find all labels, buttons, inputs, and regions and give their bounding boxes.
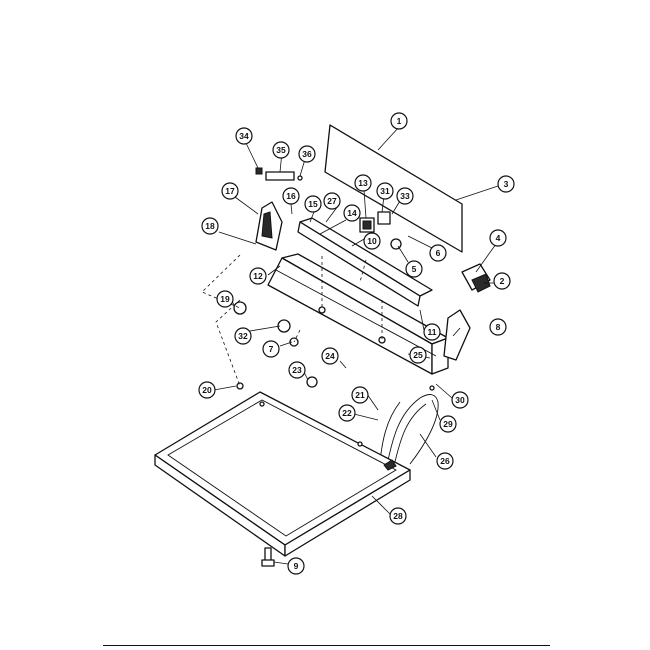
callout-23: 23 xyxy=(288,361,306,379)
callout-29: 29 xyxy=(439,415,457,433)
svg-text:8: 8 xyxy=(496,322,501,332)
callout-15: 15 xyxy=(304,195,322,213)
knobs xyxy=(233,301,386,390)
callout-11: 11 xyxy=(423,323,441,341)
screw-bottom xyxy=(261,547,275,567)
svg-text:5: 5 xyxy=(412,264,417,274)
timer-assembly xyxy=(359,211,402,250)
dryer-top xyxy=(154,391,411,557)
callout-25: 25 xyxy=(409,346,427,364)
callout-1: 1 xyxy=(390,112,408,130)
svg-text:26: 26 xyxy=(440,456,450,466)
callout-26: 26 xyxy=(436,452,454,470)
svg-text:16: 16 xyxy=(286,191,296,201)
callout-10: 10 xyxy=(363,232,381,250)
callout-24: 24 xyxy=(321,347,339,365)
svg-text:10: 10 xyxy=(367,236,377,246)
callout-6: 6 xyxy=(429,244,447,262)
svg-text:36: 36 xyxy=(302,149,312,159)
callout-5: 5 xyxy=(405,260,423,278)
svg-text:23: 23 xyxy=(292,365,302,375)
svg-text:25: 25 xyxy=(413,350,423,360)
callout-21: 21 xyxy=(351,386,369,404)
svg-text:4: 4 xyxy=(496,233,501,243)
svg-text:3: 3 xyxy=(504,179,509,189)
callout-27: 27 xyxy=(323,192,341,210)
svg-text:9: 9 xyxy=(294,561,299,571)
svg-text:7: 7 xyxy=(269,344,274,354)
svg-text:30: 30 xyxy=(455,395,465,405)
callout-18: 18 xyxy=(201,217,219,235)
callout-8: 8 xyxy=(489,318,507,336)
svg-text:22: 22 xyxy=(342,408,352,418)
svg-text:13: 13 xyxy=(358,178,368,188)
svg-text:33: 33 xyxy=(400,191,410,201)
svg-text:2: 2 xyxy=(500,276,505,286)
svg-text:1: 1 xyxy=(397,116,402,126)
svg-text:6: 6 xyxy=(436,248,441,258)
svg-text:28: 28 xyxy=(393,511,403,521)
callout-2: 2 xyxy=(493,272,511,290)
svg-text:27: 27 xyxy=(327,196,337,206)
callout-20: 20 xyxy=(198,381,216,399)
bottom-rule xyxy=(103,645,550,646)
callout-7: 7 xyxy=(262,340,280,358)
control-panel-top xyxy=(297,217,433,307)
callout-16: 16 xyxy=(282,187,300,205)
callout-31: 31 xyxy=(376,182,394,200)
end-cap-left xyxy=(255,201,283,251)
callout-17: 17 xyxy=(221,182,239,200)
callout-4: 4 xyxy=(489,229,507,247)
leader-lines xyxy=(213,126,499,565)
svg-text:12: 12 xyxy=(253,271,263,281)
callout-33: 33 xyxy=(396,187,414,205)
wire-harness xyxy=(379,385,439,471)
svg-text:24: 24 xyxy=(325,351,335,361)
svg-text:29: 29 xyxy=(443,419,453,429)
svg-text:11: 11 xyxy=(428,327,437,337)
svg-text:17: 17 xyxy=(225,186,235,196)
callout-19: 19 xyxy=(216,290,234,308)
screws-top-left xyxy=(255,167,303,181)
callout-12: 12 xyxy=(249,267,267,285)
callout-32: 32 xyxy=(234,327,252,345)
svg-text:19: 19 xyxy=(220,294,230,304)
callout-30: 30 xyxy=(451,391,469,409)
svg-text:32: 32 xyxy=(238,331,248,341)
svg-text:35: 35 xyxy=(276,145,286,155)
callout-22: 22 xyxy=(338,404,356,422)
svg-text:34: 34 xyxy=(239,131,249,141)
end-cap-right xyxy=(443,309,471,361)
back-panel xyxy=(324,124,463,253)
svg-text:14: 14 xyxy=(347,208,357,218)
svg-text:20: 20 xyxy=(202,385,212,395)
callout-13: 13 xyxy=(354,174,372,192)
callout-3: 3 xyxy=(497,175,515,193)
svg-text:31: 31 xyxy=(380,186,390,196)
callout-9: 9 xyxy=(287,557,305,575)
callout-28: 28 xyxy=(389,507,407,525)
switch-block xyxy=(461,263,491,293)
callout-36: 36 xyxy=(298,145,316,163)
svg-text:15: 15 xyxy=(308,199,318,209)
callout-14: 14 xyxy=(343,204,361,222)
callout-35: 35 xyxy=(272,141,290,159)
callout-34: 34 xyxy=(235,127,253,145)
svg-text:18: 18 xyxy=(205,221,215,231)
svg-text:21: 21 xyxy=(355,390,365,400)
